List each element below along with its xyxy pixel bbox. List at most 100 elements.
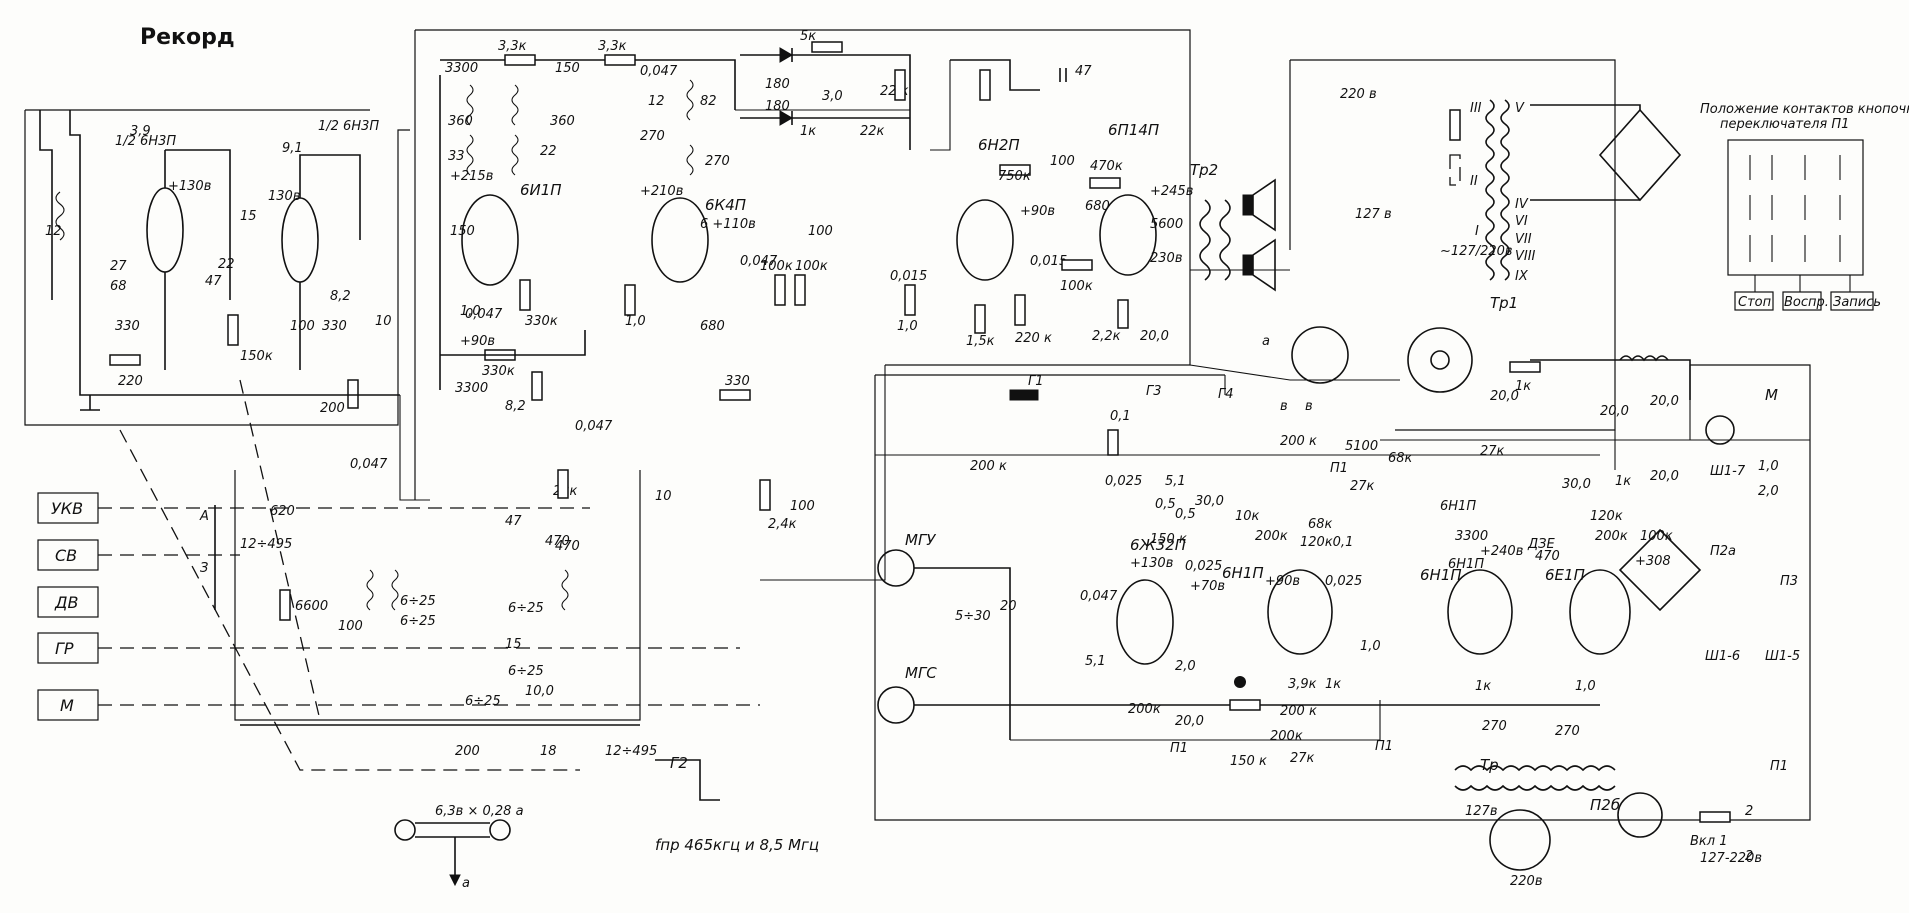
svg-text:3,3к: 3,3к	[498, 39, 527, 54]
svg-text:А: А	[199, 509, 209, 524]
svg-text:5100: 5100	[1345, 439, 1378, 454]
band-button-dv[interactable]: ДВ	[37, 586, 99, 618]
pilot-lamps: 6,3в × 0,28 а а	[394, 804, 524, 891]
svg-text:0,5: 0,5	[1175, 507, 1196, 522]
svg-text:3300: 3300	[1455, 529, 1488, 544]
svg-text:8,2: 8,2	[505, 399, 526, 414]
svg-text:а: а	[462, 876, 470, 891]
tube-6n3p-b	[281, 197, 319, 283]
svg-text:20,0: 20,0	[1650, 394, 1679, 409]
svg-text:0,047: 0,047	[350, 457, 388, 472]
band-button-sv[interactable]: СВ	[37, 539, 240, 571]
svg-text:470к: 470к	[1090, 159, 1123, 174]
svg-text:82: 82	[700, 94, 717, 109]
svg-text:1/2 6Н3П: 1/2 6Н3П	[115, 134, 176, 149]
svg-text:360: 360	[448, 114, 473, 129]
svg-text:100: 100	[290, 319, 315, 334]
svg-text:V: V	[1515, 101, 1525, 116]
svg-text:6Н1П: 6Н1П	[1420, 566, 1462, 584]
svg-text:1,0: 1,0	[1758, 459, 1779, 474]
svg-text:6600: 6600	[295, 599, 328, 614]
svg-text:в: в	[1305, 399, 1313, 414]
svg-text:150: 150	[555, 61, 580, 76]
svg-text:127в: 127в	[1465, 804, 1497, 819]
svg-text:330к: 330к	[482, 364, 515, 379]
svg-text:6Н1П: 6Н1П	[1222, 564, 1264, 582]
svg-text:100к: 100к	[1060, 279, 1093, 294]
tube-6n1p-a	[1267, 569, 1333, 655]
svg-text:Вкл 1: Вкл 1	[1690, 834, 1727, 849]
svg-text:+215в: +215в	[450, 169, 493, 184]
svg-text:2: 2	[1745, 849, 1753, 864]
connector-g2-label: Г2	[670, 754, 688, 772]
svg-text:100: 100	[338, 619, 363, 634]
svg-text:0,025: 0,025	[1185, 559, 1222, 574]
svg-text:2,0: 2,0	[1758, 484, 1779, 499]
svg-text:Г4: Г4	[1218, 387, 1234, 402]
svg-text:470: 470	[1535, 549, 1560, 564]
svg-text:220: 220	[118, 374, 143, 389]
svg-text:330: 330	[115, 319, 140, 334]
svg-text:1к: 1к	[800, 124, 816, 139]
svg-text:12÷495: 12÷495	[240, 537, 292, 552]
svg-text:6П14П: 6П14П	[1108, 121, 1159, 139]
lamp-icon	[394, 819, 416, 841]
tube-6n2p	[956, 199, 1014, 281]
svg-text:~127/220в: ~127/220в	[1440, 244, 1513, 259]
band-button-ukv[interactable]: УКВ	[37, 492, 590, 524]
svg-text:6К4П: 6К4П	[705, 196, 746, 214]
svg-text:100к: 100к	[760, 259, 793, 274]
svg-text:6Н2П: 6Н2П	[978, 136, 1020, 154]
bridge-rectifier	[1598, 108, 1682, 202]
svg-text:0,1: 0,1	[1110, 409, 1131, 424]
svg-text:330: 330	[322, 319, 347, 334]
svg-text:+240в: +240в	[1480, 544, 1523, 559]
svg-text:Тр2: Тр2	[1190, 161, 1218, 179]
cap-label: 12	[45, 224, 62, 239]
svg-text:750к: 750к	[998, 169, 1031, 184]
svg-text:200к: 200к	[1595, 529, 1628, 544]
svg-text:150 к: 150 к	[1150, 532, 1187, 547]
svg-text:5,1: 5,1	[1085, 654, 1106, 669]
svg-text:1,0: 1,0	[460, 304, 481, 319]
svg-text:200к: 200к	[1270, 729, 1303, 744]
svg-text:100к: 100к	[1640, 529, 1673, 544]
tube-6n1p-b	[1447, 569, 1513, 655]
svg-text:270: 270	[705, 154, 730, 169]
svg-text:+130в: +130в	[1130, 556, 1173, 571]
svg-text:150: 150	[450, 224, 475, 239]
svg-text:Тр1: Тр1	[1490, 294, 1518, 312]
svg-text:20,0: 20,0	[1175, 714, 1204, 729]
svg-text:120к: 120к	[1590, 509, 1623, 524]
svg-text:2,0: 2,0	[1175, 659, 1196, 674]
band-button-gr[interactable]: ГР	[37, 632, 740, 664]
svg-text:ДВ: ДВ	[54, 593, 78, 612]
band-selector: УКВ СВ ДВ ГР М	[37, 492, 760, 721]
svg-text:6÷25: 6÷25	[508, 664, 544, 679]
svg-text:220 в: 220 в	[1340, 87, 1377, 102]
svg-text:Стоп: Стоп	[1738, 295, 1772, 310]
svg-text:5к: 5к	[800, 29, 816, 44]
tube-6k4p	[651, 197, 709, 283]
svg-text:6Ж32П: 6Ж32П	[1130, 536, 1186, 554]
svg-text:6÷25: 6÷25	[465, 694, 501, 709]
svg-text:III: III	[1470, 101, 1482, 116]
svg-text:VII: VII	[1515, 232, 1532, 247]
svg-text:1к: 1к	[1325, 677, 1341, 692]
band-button-m[interactable]: М	[37, 689, 760, 721]
svg-text:а: а	[1262, 334, 1270, 349]
switch-legend: Положение контактов кнопочного переключа…	[1700, 102, 1909, 311]
svg-text:5600: 5600	[1150, 217, 1183, 232]
svg-text:П1: П1	[1375, 739, 1393, 754]
svg-text:200к: 200к	[1255, 529, 1288, 544]
svg-text:1,0: 1,0	[1575, 679, 1596, 694]
svg-text:100: 100	[790, 499, 815, 514]
svg-text:6,3в × 0,28 а: 6,3в × 0,28 а	[435, 804, 524, 819]
tuner-section: А З 620 12÷495 6600 100 6÷25 6÷25 6÷25 1…	[199, 504, 657, 759]
svg-text:20: 20	[1000, 599, 1017, 614]
svg-text:20,0: 20,0	[1600, 404, 1629, 419]
svg-text:5,1: 5,1	[1165, 474, 1186, 489]
svg-text:10: 10	[655, 489, 672, 504]
